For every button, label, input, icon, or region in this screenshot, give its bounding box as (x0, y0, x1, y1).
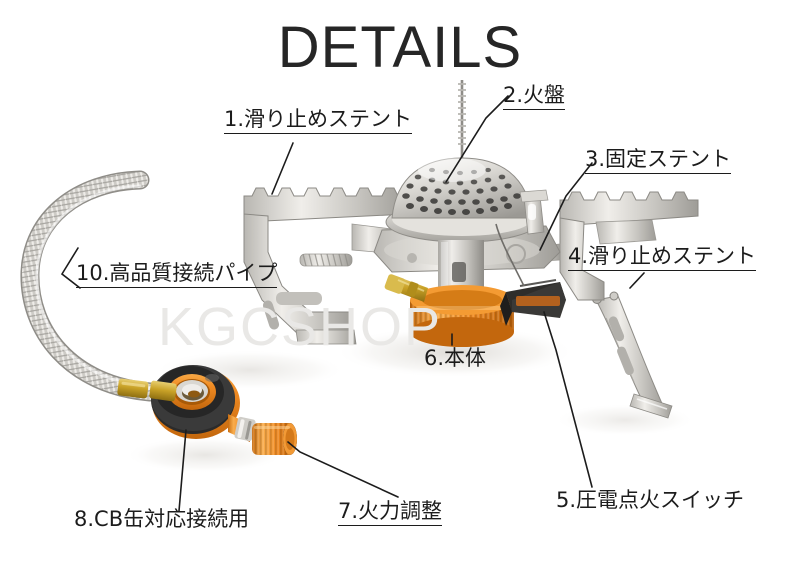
callout-label-4: 4.滑り止めステント (568, 244, 757, 272)
connection-hose (20, 170, 160, 402)
valve-brass-inlet (149, 380, 177, 402)
piezo-ignition-switch (495, 223, 566, 326)
folding-leg-right (592, 291, 673, 419)
support-bracket (519, 189, 549, 235)
hose-brass-ferrule (117, 378, 149, 399)
brass-elbow-fitting (384, 274, 428, 302)
pot-support-arm-left (243, 187, 409, 345)
callout-label-5: 5.圧電点火スイッチ (556, 488, 745, 512)
callout-label-10: 10.高品質接続パイプ (76, 261, 278, 289)
orange-base (410, 285, 514, 347)
callout-label-7: 7.火力調整 (338, 499, 443, 527)
callout-label-8: 8.CB缶対応接続用 (74, 507, 250, 531)
callout-label-6: 6.本体 (424, 346, 487, 370)
callout-label-3: 3.固定ステント (585, 147, 732, 175)
page-title: DETAILS (277, 15, 523, 80)
watermark: KGCSHOP (158, 297, 443, 357)
valve-collar (234, 416, 256, 442)
callout-label-1: 1.滑り止めステント (224, 107, 413, 135)
cb-can-adapter (149, 365, 297, 455)
callout-label-2: 2.火盤 (503, 83, 566, 111)
flame-adjust-knob (252, 423, 297, 455)
